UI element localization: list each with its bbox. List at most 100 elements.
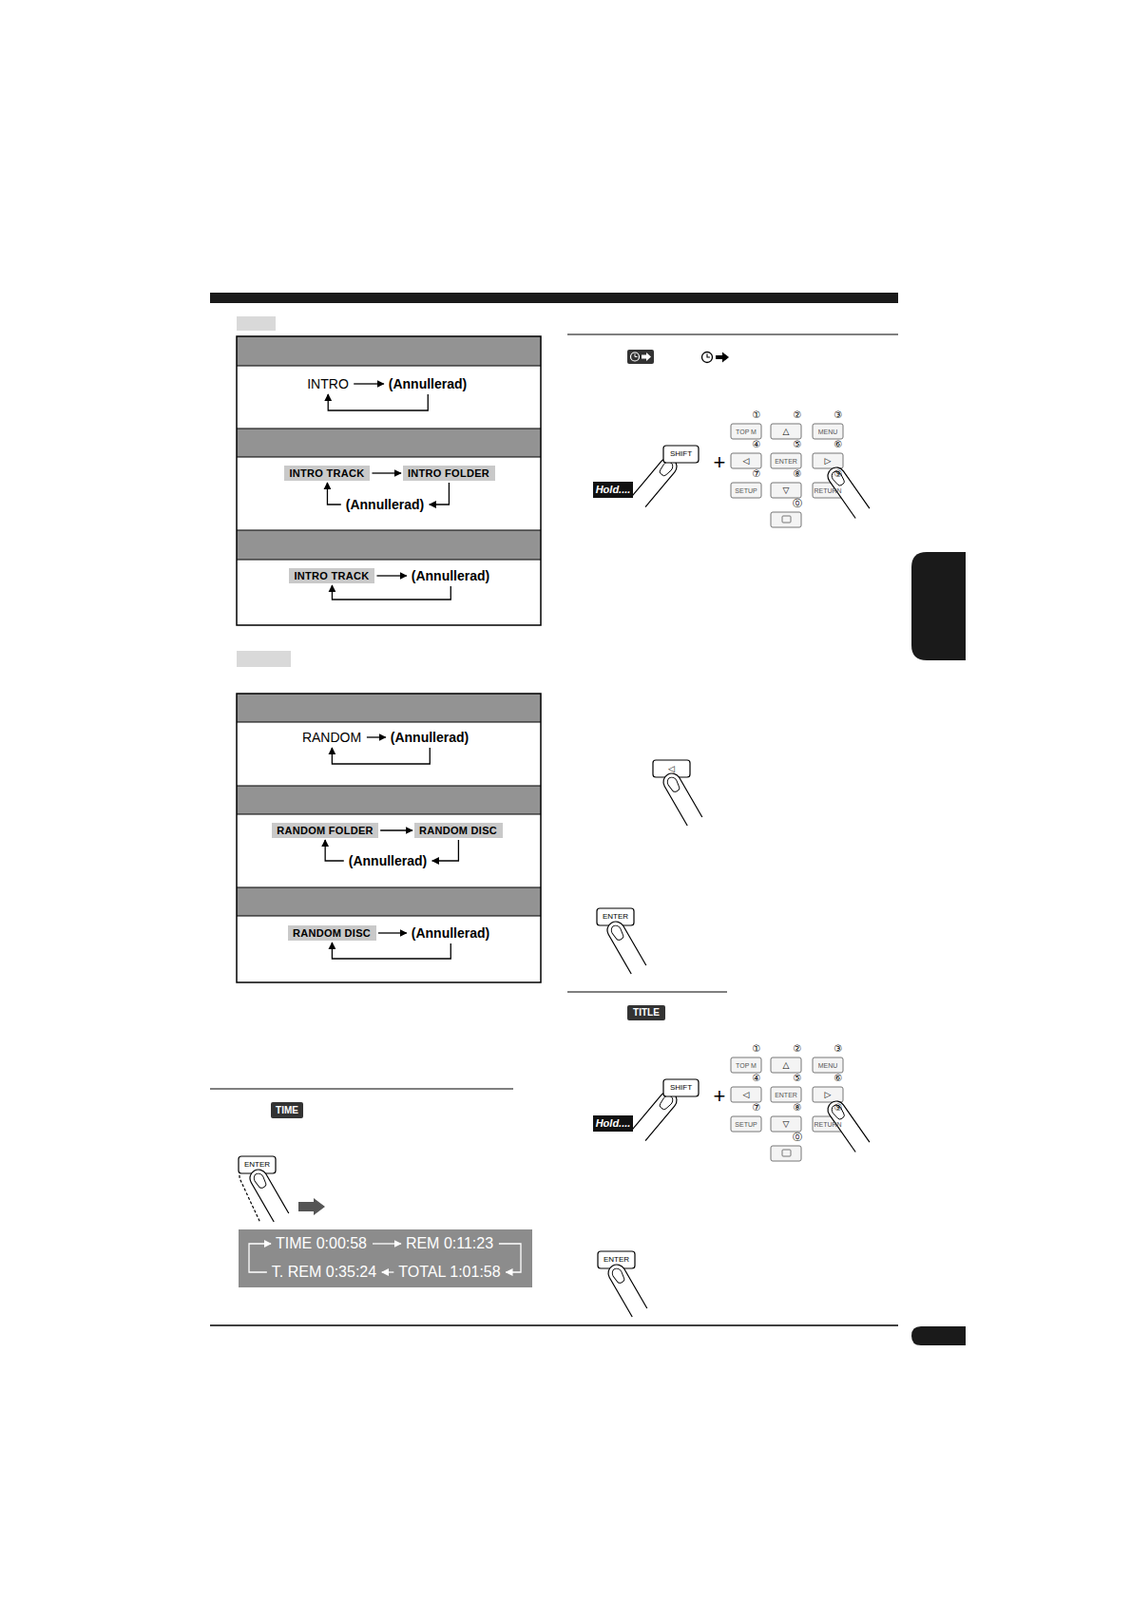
section-rule: [567, 334, 899, 336]
node-text: INTRO: [306, 376, 349, 392]
mode-text: (Annullerad): [408, 567, 494, 585]
cycle-arrow: [331, 942, 451, 959]
mode-text: (Annullerad): [345, 852, 431, 870]
hold-label: Hold....: [595, 1118, 632, 1130]
cycle-arrow: [380, 829, 413, 831]
remote-key: [770, 1116, 802, 1132]
key-number: ③: [834, 410, 844, 421]
key-number: ⑧: [793, 469, 803, 480]
key-number: ①: [752, 1044, 762, 1055]
mode-text: (Annullerad): [408, 924, 494, 942]
plus-sign: +: [713, 452, 727, 474]
cycle-arrow: [327, 394, 428, 411]
key-number: ④: [752, 1073, 762, 1084]
mode-text: (Annullerad): [387, 728, 473, 747]
press-arrow: [298, 1198, 326, 1216]
table-frame: [236, 693, 541, 983]
remote-key: [730, 1116, 762, 1132]
mode-tag: RANDOM DISC: [287, 925, 377, 941]
fingernail: [665, 775, 682, 794]
key-label: RETURN: [813, 487, 842, 495]
key-number: ⓪: [792, 498, 803, 509]
icon-label: TIME: [275, 1106, 299, 1116]
cycle-arrow: [376, 575, 406, 576]
node-text: TOTAL 1:01:58: [398, 1264, 500, 1282]
finger: [660, 770, 703, 826]
shift-button: [663, 445, 699, 463]
table-rule: [236, 530, 541, 532]
clock-icon: [707, 354, 710, 359]
remote-key: [730, 1057, 762, 1074]
shift-button: [663, 1079, 699, 1097]
header-bar: [210, 292, 899, 304]
language-tab: [911, 552, 966, 661]
remote-key: [812, 1087, 844, 1103]
table-rule: [236, 785, 541, 787]
node-text: INTRO FOLDER: [407, 467, 490, 480]
key-number: ⑧: [793, 1103, 803, 1113]
section-tag: [236, 316, 276, 331]
button-group: [236, 423, 870, 1318]
hold-label: Hold....: [595, 484, 632, 496]
cycle-arrow: [326, 482, 341, 505]
node-text: (Annullerad): [411, 925, 490, 941]
key-number: ⑤: [793, 1073, 803, 1084]
mode-tag: RANDOM DISC: [414, 823, 503, 839]
fingernail: [829, 1103, 846, 1122]
finger: [605, 1262, 648, 1318]
remote-key: [770, 453, 802, 469]
fingernail: [610, 1266, 627, 1285]
node-text: INTRO TRACK: [288, 467, 365, 480]
key-number: ③: [834, 1044, 844, 1055]
finger: [660, 770, 703, 826]
cycle-arrow: [378, 932, 407, 934]
key-label: ◁: [743, 1091, 750, 1100]
subtitle-symbol: [782, 1150, 791, 1157]
finger: [605, 1262, 648, 1318]
key-label: ▽: [783, 1120, 790, 1130]
cycle-arrow: [249, 1244, 271, 1273]
footer-rule: [210, 1324, 899, 1327]
node-text: (Annullerad): [390, 729, 469, 746]
key-label: ▷: [824, 457, 832, 466]
key-number: ④: [752, 440, 762, 450]
key-label: △: [783, 427, 790, 437]
key-label: MENU: [818, 1062, 839, 1070]
finger: [604, 919, 647, 975]
node-text: RANDOM DISC: [292, 927, 371, 940]
node-text: RANDOM: [302, 729, 362, 746]
node-text: (Annullerad): [348, 853, 427, 869]
section-rule: [567, 992, 728, 994]
table-header: [236, 785, 541, 815]
key-label: ▷: [824, 1091, 832, 1100]
table-rule: [236, 722, 541, 724]
mode-tag: INTRO TRACK: [288, 568, 375, 584]
cycle-arrow: [353, 383, 384, 384]
button-label: ◁: [668, 765, 675, 774]
key-number: ①: [752, 410, 762, 421]
display-readout: TIME 0:00:58: [272, 1234, 371, 1254]
button-label: SHIFT: [670, 450, 692, 459]
cycle-arrow: [372, 1243, 402, 1245]
node-text: (Annullerad): [388, 376, 467, 392]
remote-key: [770, 512, 802, 528]
remote-key: [770, 482, 802, 499]
node-text: REM 0:11:23: [405, 1235, 494, 1253]
finger: [604, 919, 647, 975]
cycle-arrow: [331, 585, 451, 600]
finger: [247, 1167, 289, 1223]
key-label: RETURN: [813, 1121, 842, 1129]
cycle-arrow: [432, 840, 460, 862]
time-icon: [270, 1102, 304, 1119]
node-text: RANDOM FOLDER: [276, 824, 374, 837]
key-label: ENTER: [774, 458, 798, 465]
clock-icon: [715, 352, 729, 364]
clock-icon: [631, 352, 640, 362]
node-text: RANDOM DISC: [419, 824, 498, 837]
finger: [247, 1167, 289, 1223]
key-number: ⑦: [752, 469, 762, 480]
key-number: ⓪: [792, 1132, 803, 1143]
remote-key: [770, 1057, 802, 1074]
key-number: ②: [793, 410, 803, 421]
